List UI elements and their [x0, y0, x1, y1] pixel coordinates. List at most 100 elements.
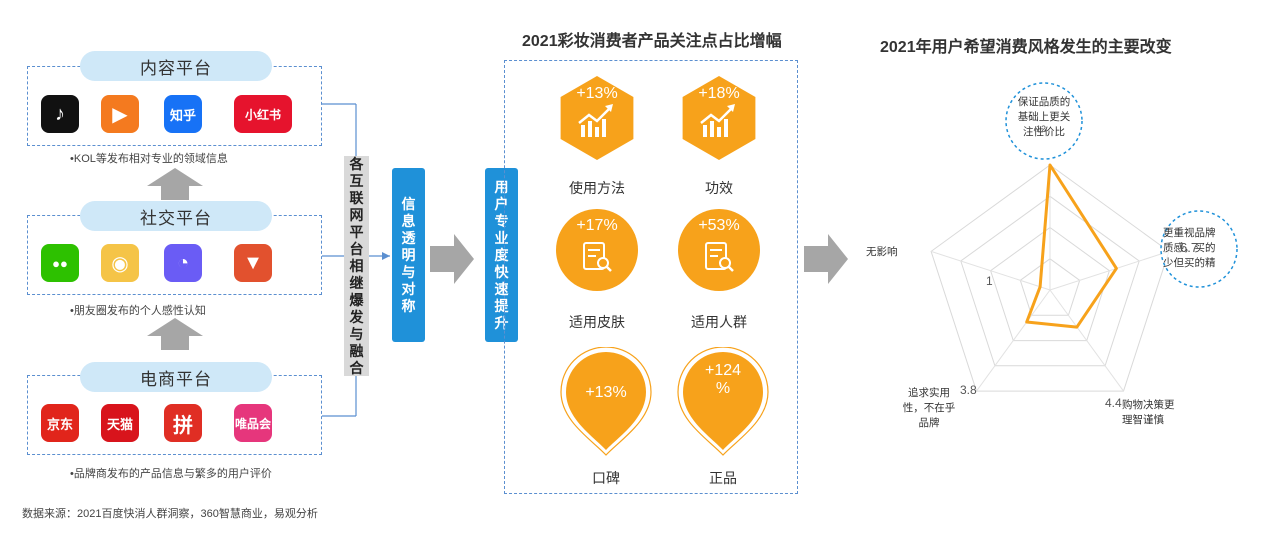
focus-drop-shape	[560, 347, 652, 456]
radar-spoke	[976, 289, 1051, 392]
radar-highlight-circle	[1160, 210, 1238, 288]
kuaishou-logo: ▶	[101, 95, 139, 133]
platform-note-1: •朋友圈发布的个人感性认知	[70, 305, 206, 317]
platform-pill-0: 内容平台	[80, 51, 272, 81]
platform-note-2: •品牌商发布的产品信息与繁多的用户评价	[70, 468, 272, 480]
wechat-logo: ●●	[41, 244, 79, 282]
focus-pct-3: +53%	[698, 217, 740, 234]
tmall-logo-text: 天猫	[106, 416, 133, 432]
data-source: 数据来源：2021百度快消人群洞察，360智慧商业，易观分析	[22, 508, 318, 520]
up-arrow-icon	[147, 318, 203, 350]
focus-circle-shape	[678, 209, 760, 291]
bar-platform-merge: 各互联网平台相继爆发与融合	[344, 156, 369, 376]
bar-professional-rise: 用户专业度快速提升	[485, 168, 518, 342]
radar-axis-label-line: 保证品质的	[1017, 96, 1071, 108]
xiaohongshu-logo: 小红书	[234, 95, 292, 133]
radar-axis-label-line: 注性价比	[1023, 126, 1065, 138]
focus-pct-2: +17%	[576, 217, 618, 234]
radar-axis-label-line: 品牌	[918, 417, 940, 429]
wechat-logo-text: ●●	[52, 255, 68, 271]
focus-label-4: 口碑	[592, 470, 620, 486]
fox-app-logo-text: ▼	[243, 251, 263, 274]
vip-logo-text: 唯品会	[234, 416, 271, 431]
right-arrow-icon	[804, 234, 848, 284]
focus-pct-line1: +124	[704, 362, 742, 379]
radar-axis-label-line: 理智谨慎	[1122, 414, 1164, 426]
douyin-logo: ♪	[41, 95, 79, 133]
radar-spoke	[1049, 289, 1124, 392]
focus-label-2: 适用皮肤	[569, 314, 625, 330]
up-arrow-icon	[147, 168, 203, 200]
radar-grid-ring	[960, 195, 1140, 367]
focus-label-1: 功效	[705, 180, 733, 196]
jd-logo-text: 京东	[46, 416, 73, 432]
soul-logo: ◔	[164, 244, 202, 282]
radar-series-line	[1025, 163, 1118, 329]
platform-pill-1: 社交平台	[80, 201, 272, 231]
focus-label-0: 使用方法	[569, 180, 625, 196]
focus-drop-shape	[677, 347, 769, 456]
jd-logo: 京东	[41, 404, 79, 442]
radar-axis-label-1: 更重视品牌质感，买的少但买的精	[1163, 226, 1243, 271]
radar-axis-label-line: 性，不在乎	[902, 402, 956, 414]
trend-chart-icon	[700, 104, 735, 137]
platform-pill-2: 电商平台	[80, 362, 272, 392]
bar-professional-rise-text: 用户专业度快速提升	[494, 178, 509, 331]
focus-pct-0: +13%	[576, 85, 618, 102]
pinduoduo-logo-text: 拼	[173, 414, 193, 437]
radar-axis-label-line: 质感，买的	[1163, 242, 1216, 254]
radar-grid-ring	[990, 226, 1110, 342]
zhihu-logo-text: 知乎	[169, 107, 196, 123]
weibo-logo-text: ◉	[111, 252, 129, 275]
radar-highlight-circle	[1005, 82, 1083, 160]
radar-value-label-2: 4.4	[1105, 396, 1122, 410]
focus-label-5: 正品	[709, 470, 737, 486]
radar-axis-label-4: 无影响	[866, 245, 926, 260]
soul-logo-text: ◔	[176, 251, 190, 274]
pinduoduo-logo: 拼	[164, 404, 202, 442]
focus-circle-shape	[556, 209, 638, 291]
bar-info-transparency-text: 信息透明与对称	[401, 195, 416, 314]
radar-axis-label-line: 追求实用	[908, 387, 950, 399]
middle-title: 2021彩妆消费者产品关注点占比增幅	[522, 33, 782, 50]
bar-info-transparency: 信息透明与对称	[392, 168, 425, 342]
focus-pct-1: +18%	[698, 85, 740, 102]
middle-panel	[504, 60, 798, 494]
radar-axis-label-line: 少但买的精	[1163, 257, 1216, 269]
right-arrow-icon	[430, 234, 474, 284]
radar-spoke	[930, 250, 1051, 291]
weibo-logo: ◉	[101, 244, 139, 282]
zhihu-logo: 知乎	[164, 95, 202, 133]
radar-spoke	[1049, 250, 1170, 291]
fox-app-logo: ▼	[234, 244, 272, 282]
radar-grid-ring	[1019, 258, 1081, 316]
radar-value-label-3: 3.8	[960, 383, 977, 397]
xiaohongshu-logo-text: 小红书	[244, 107, 281, 122]
radar-axis-label-0: 保证品质的基础上更关注性价比	[1008, 95, 1080, 140]
radar-axis-label-3: 追求实用性，不在乎品牌	[894, 386, 964, 431]
vip-logo: 唯品会	[234, 404, 272, 442]
document-search-icon	[705, 242, 734, 272]
focus-label-3: 适用人群	[691, 314, 747, 330]
trend-chart-icon	[578, 104, 613, 137]
focus-pct-4: +13%	[585, 384, 627, 401]
radar-title: 2021年用户希望消费风格发生的主要改变	[880, 39, 1172, 56]
radar-value-label-4: 1	[986, 274, 993, 288]
document-search-icon	[583, 242, 612, 272]
focus-pct-5: +124%	[683, 362, 763, 398]
radar-grid-ring	[930, 164, 1170, 392]
radar-value-label-0: 12	[1036, 124, 1047, 134]
radar-value-label-1: 6.7	[1180, 240, 1199, 255]
radar-axis-label-line: 基础上更关	[1017, 111, 1071, 123]
focus-hexagon-shape	[560, 76, 634, 160]
radar-axis-label-2: 购物决策更理智谨慎	[1122, 398, 1202, 428]
platform-note-0: •KOL等发布相对专业的领域信息	[70, 153, 228, 165]
radar-axis-label-line: 无影响	[866, 246, 898, 258]
focus-pct-line2: %	[715, 380, 731, 397]
douyin-logo-text: ♪	[55, 102, 65, 125]
kuaishou-logo-text: ▶	[112, 103, 128, 126]
bar-platform-merge-text: 各互联网平台相继爆发与融合	[349, 155, 364, 376]
radar-axis-label-line: 更重视品牌	[1163, 227, 1216, 239]
radar-axis-label-line: 购物决策更	[1122, 399, 1175, 411]
